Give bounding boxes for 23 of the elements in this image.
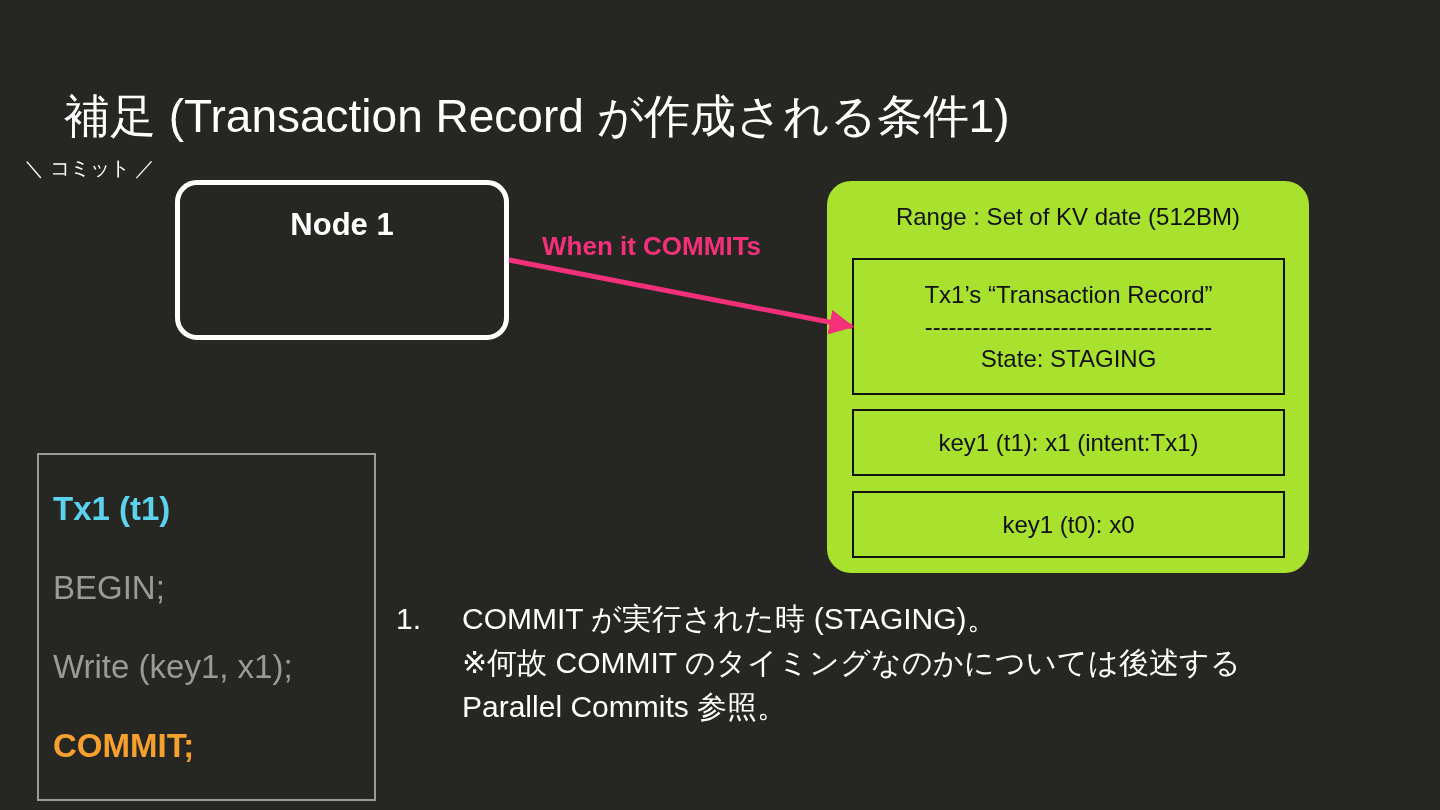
list-text: COMMIT が実行された時 (STAGING)。 <box>462 601 998 637</box>
arrow <box>508 257 855 335</box>
node-text: Node 1 <box>290 207 394 243</box>
record-box <box>852 409 1285 476</box>
node-text: ------------------------------------ <box>924 312 1213 341</box>
node-text: State: STAGING <box>980 344 1157 373</box>
node-text: Tx1’s “Transaction Record” <box>924 280 1213 309</box>
node-text: key1 (t0): x0 <box>1002 510 1135 539</box>
node-box <box>175 180 509 340</box>
slide-title: 補足 (Transaction Record が作成される条件1) <box>64 89 1010 144</box>
code-panel <box>37 453 376 801</box>
code-line: Tx1 (t1) <box>53 489 171 528</box>
list-text: ※何故 COMMIT のタイミングなのかについては後述する Parallel Commits 参照。 <box>462 645 1242 725</box>
node-text: Range : Set of KV date (512BM) <box>895 203 1241 231</box>
code-line: Write (key1, x1); <box>53 647 293 686</box>
range-panel <box>827 181 1309 573</box>
record-box <box>852 258 1285 395</box>
code-line: BEGIN; <box>53 568 165 607</box>
record-box <box>852 491 1285 558</box>
node-text: key1 (t1): x1 (intent:Tx1) <box>938 428 1199 457</box>
code-line: COMMIT; <box>53 726 195 765</box>
speech-text: ＼ コミット ／ <box>24 156 157 181</box>
list-number: 1. <box>396 601 423 637</box>
